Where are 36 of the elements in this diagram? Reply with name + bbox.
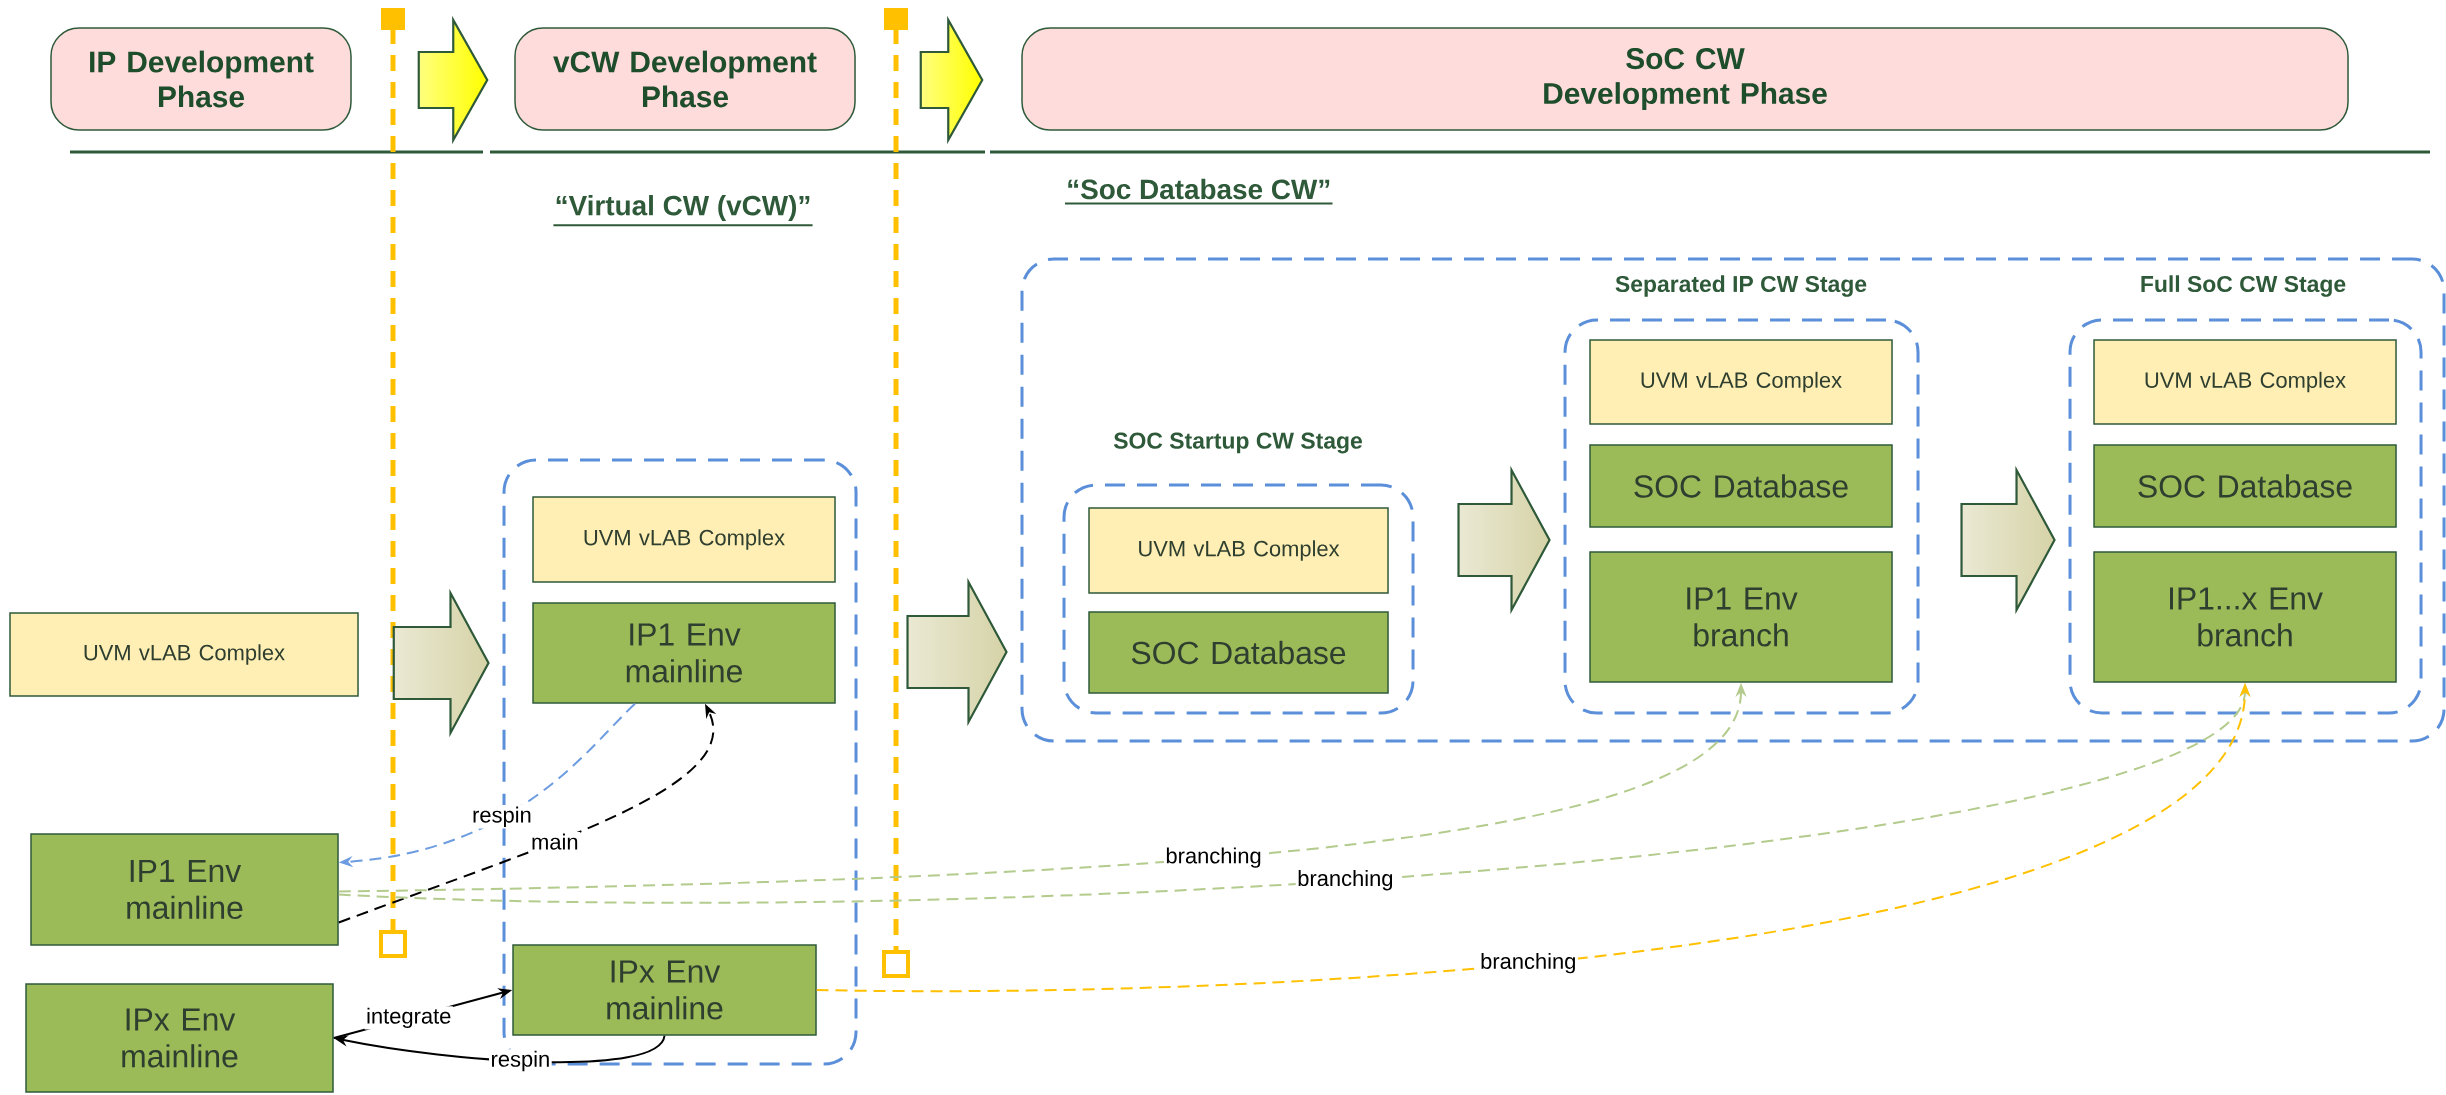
process-box: SOC Database [2093, 444, 2397, 528]
edge-label: respin [470, 805, 534, 829]
phase-banner: IP Development Phase [50, 27, 352, 131]
block-arrow [417, 15, 489, 145]
group-frame [1020, 257, 2446, 743]
edge-label: branching [1295, 868, 1395, 892]
block-arrow [919, 15, 984, 145]
block-arrow [1457, 465, 1551, 615]
block-arrow [906, 577, 1008, 727]
stage-heading: Full SoC CW Stage [2141, 275, 2346, 297]
section-title: “Soc Database CW” [1064, 178, 1334, 205]
process-box: IPx Env mainline [25, 983, 334, 1093]
process-box: UVM vLAB Complex [532, 496, 836, 583]
edge-label: branching [1163, 845, 1264, 870]
edge-label: respin [489, 1049, 552, 1073]
process-box: UVM vLAB Complex [1088, 507, 1389, 594]
process-box: UVM vLAB Complex [9, 612, 359, 697]
stage-heading: Separated IP CW Stage [1615, 275, 1867, 297]
process-box: IP1 Env mainline [30, 833, 339, 946]
edge-label: integrate [364, 1006, 453, 1030]
process-box: UVM vLAB Complex [1589, 339, 1893, 425]
edge-label: main [529, 832, 581, 852]
process-box: IP1 Env branch [1589, 551, 1893, 683]
stage-heading: SOC Startup CW Stage [1113, 432, 1362, 454]
process-box: IP1...x Env branch [2093, 551, 2397, 683]
process-box: SOC Database [1589, 444, 1893, 528]
process-box: SOC Database [1088, 611, 1389, 694]
section-title: “Virtual CW (vCW)” [552, 195, 814, 227]
process-box: UVM vLAB Complex [2093, 339, 2397, 425]
block-arrow [392, 588, 490, 738]
edge-label: branching [1478, 951, 1578, 975]
phase-banner: vCW Development Phase [514, 27, 856, 131]
process-box: IP1 Env mainline [532, 602, 836, 704]
process-box: IPx Env mainline [512, 944, 817, 1036]
block-arrow [1960, 465, 2056, 615]
phase-banner: SoC CW Development Phase [1021, 27, 2349, 131]
